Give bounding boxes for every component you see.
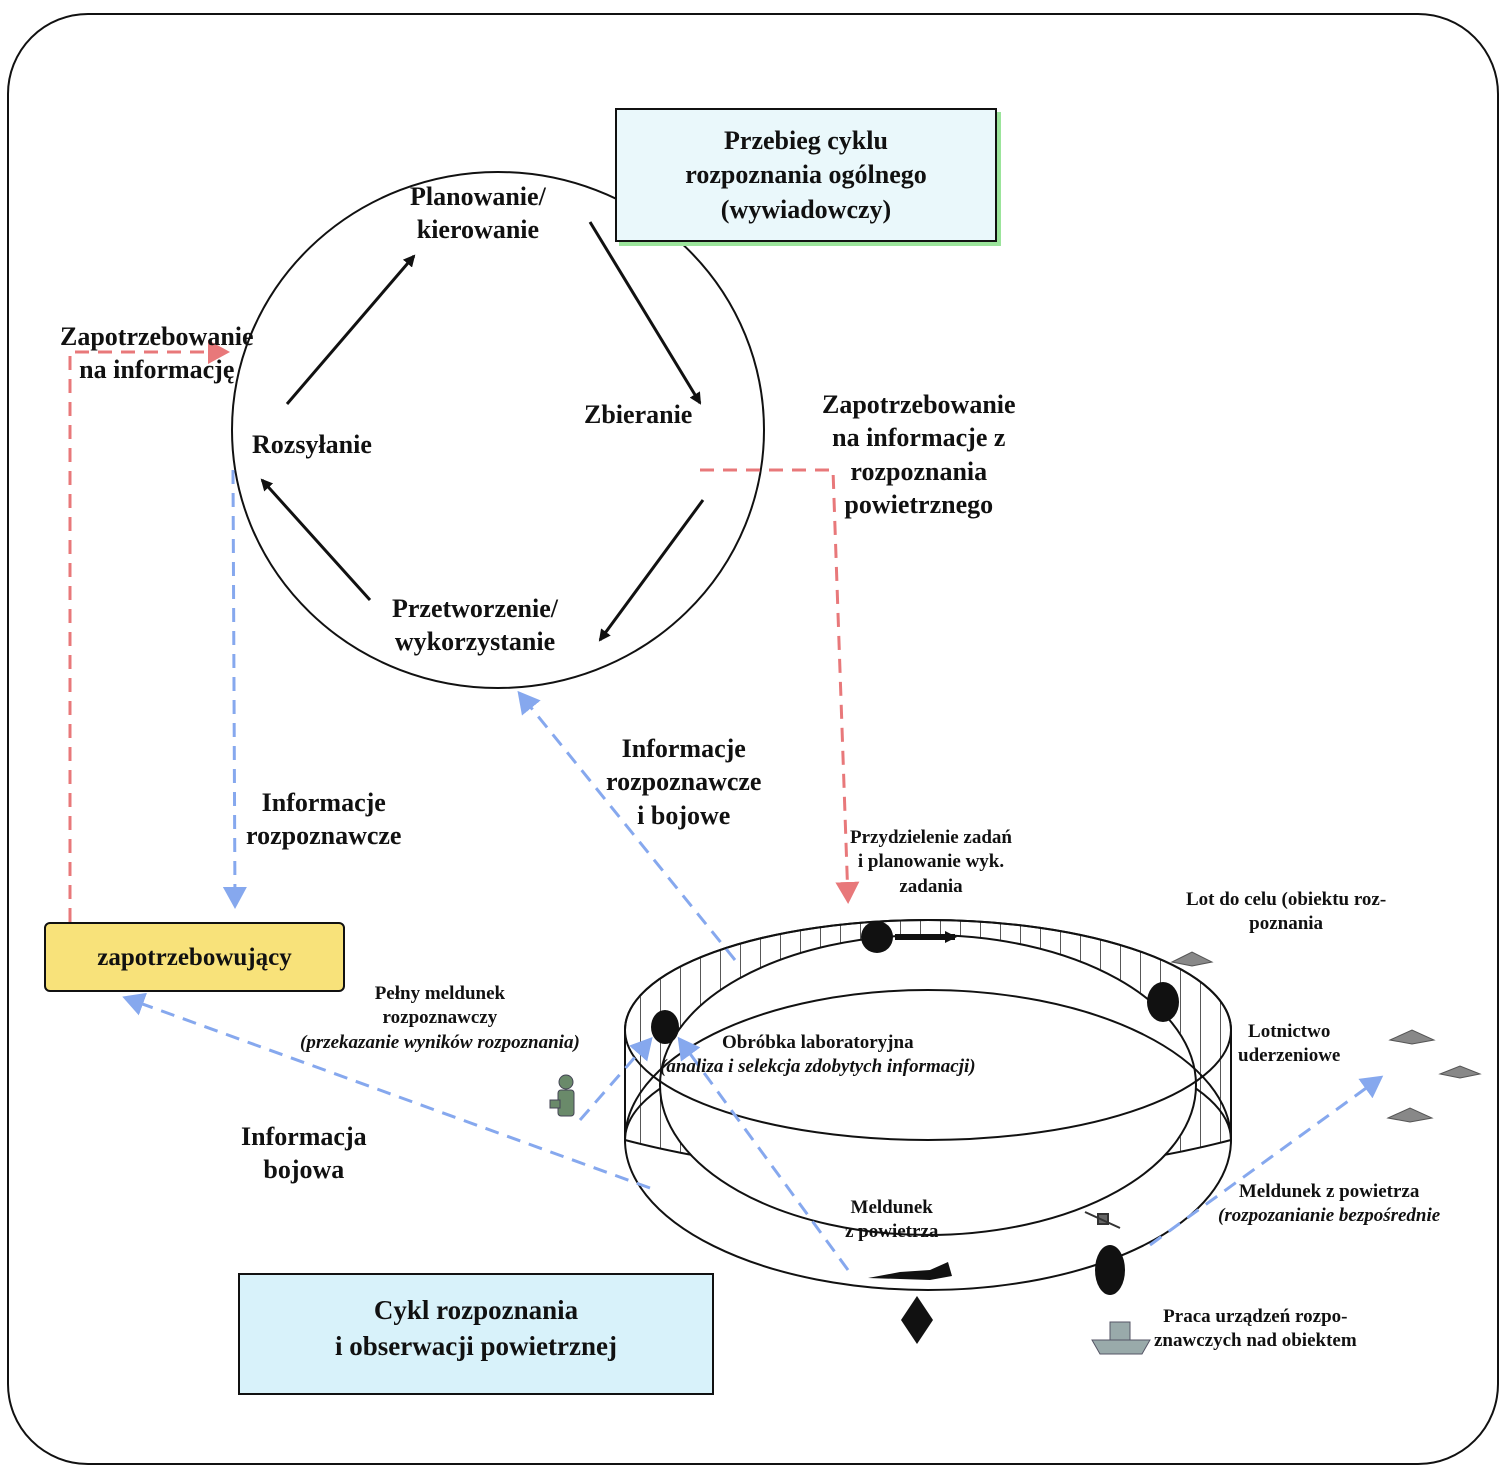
planning-label: Planowanie/ kierowanie xyxy=(410,182,546,245)
blue-dashed-strike-aviation xyxy=(1149,1075,1384,1247)
red-dashed-air-info-need xyxy=(700,468,860,904)
blue-dashed-report-link xyxy=(578,1036,653,1121)
requester-box: zapotrzebowujący xyxy=(44,922,345,992)
satellite-icon xyxy=(1084,1211,1121,1229)
ring-marker-sensor xyxy=(1095,1245,1125,1295)
blue-dashed-combat-info xyxy=(122,992,651,1190)
blue-dashed-lab-link xyxy=(677,1036,850,1271)
dissemination-label: Rozsyłanie xyxy=(252,430,372,459)
ring-marker-flight xyxy=(1147,982,1179,1022)
ship-icon xyxy=(1091,1321,1151,1355)
arrow-collection-to-processing xyxy=(598,499,705,642)
sensor-work-label: Praca urządzeń rozpo- znawczych nad obie… xyxy=(1154,1306,1357,1352)
arrow-dissemination-to-planning xyxy=(285,254,416,405)
air-report-direct-label: Meldunek z powietrza (rozpozanianie bezp… xyxy=(1218,1181,1441,1227)
ring-marker-landing xyxy=(901,1296,933,1344)
info-need-label: Zapotrzebowanie na informację xyxy=(60,322,254,385)
observation-cycle-ring xyxy=(624,919,1232,1291)
recon-combat-info-label: Informacje rozpoznawcze i bojowe xyxy=(606,734,762,830)
combat-info-label: Informacja bojowa xyxy=(241,1122,367,1185)
air-info-need-label: Zapotrzebowanie na informacje z rozpozna… xyxy=(822,390,1016,519)
intelligence-cycle-title: Przebieg cyklu rozpoznania ogólnego (wyw… xyxy=(615,108,997,242)
recon-info-label: Informacje rozpoznawcze xyxy=(246,788,402,851)
aircraft-icon xyxy=(868,1262,952,1280)
aircraft-icon xyxy=(1170,951,1482,1123)
intelligence-cycle-circle xyxy=(231,171,765,689)
task-assignment-label: Przydzielenie zadań i planowanie wyk. za… xyxy=(850,827,1012,897)
strike-aviation-label: Lotnictwo uderzeniowe xyxy=(1238,1021,1341,1067)
flight-to-target-label: Lot do celu (obiektu roz- poznania xyxy=(1186,889,1387,935)
blue-dashed-recon-combat-info xyxy=(517,690,737,961)
processing-label: Przetworzenie/ wykorzystanie xyxy=(392,594,559,657)
arrow-processing-to-dissemination xyxy=(260,478,372,602)
arrow-planning-to-collection xyxy=(588,221,702,405)
ring-marker-tasking xyxy=(861,921,893,953)
observation-cycle-title: Cykl rozpoznania i obserwacji powietrzne… xyxy=(238,1273,714,1395)
red-dashed-info-need xyxy=(68,340,230,922)
outer-frame xyxy=(7,13,1499,1465)
collection-label: Zbieranie xyxy=(584,400,693,429)
soldier-icon xyxy=(549,1074,575,1117)
lab-processing-label: Obróbka laboratoryjna (analiza i selekcj… xyxy=(660,1032,976,1078)
ring-marker-report xyxy=(651,1010,679,1044)
full-report-label: Pełny meldunek rozpoznawczy (przekazanie… xyxy=(300,983,580,1053)
blue-dashed-recon-info xyxy=(222,469,247,909)
air-report-label: Meldunek z powietrza xyxy=(845,1197,939,1243)
